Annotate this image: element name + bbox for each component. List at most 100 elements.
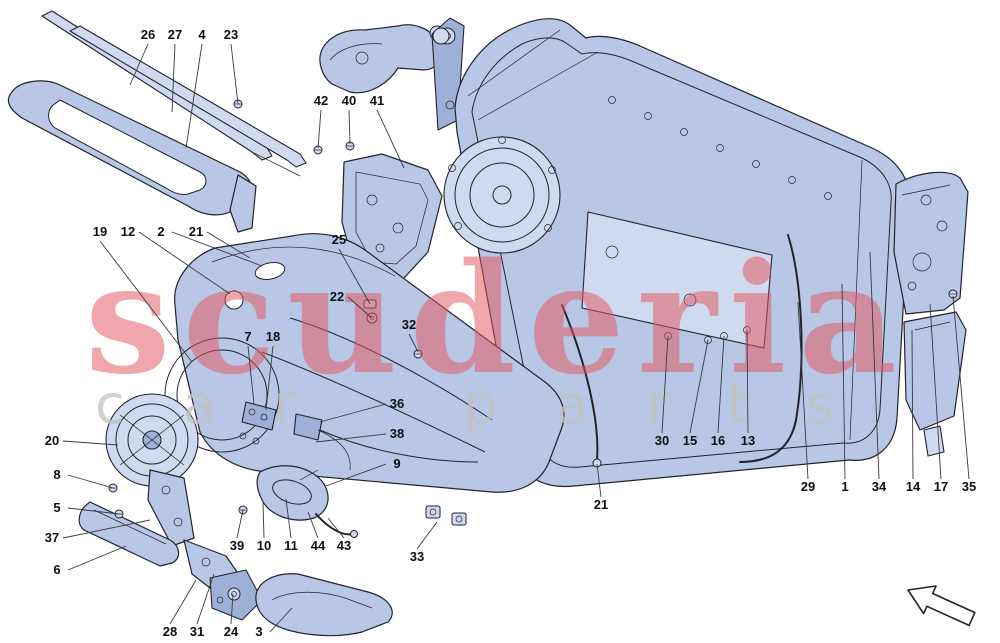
leader-line-24 (230, 593, 234, 625)
sill-reflector (78, 501, 180, 567)
leader-line-21 (596, 463, 602, 498)
callout-number-18: 18 (266, 329, 280, 344)
weatherstrip-rail-inner (69, 25, 307, 168)
leader-line-10 (262, 502, 265, 539)
leader-line-20 (62, 440, 119, 446)
leader-line-38 (315, 433, 387, 443)
door-seal-cable (739, 234, 803, 463)
leader-line-13 (746, 329, 749, 434)
leader-line-18 (265, 345, 274, 411)
callout-number-2: 2 (157, 224, 164, 239)
handle-cable (315, 513, 353, 536)
callout-number-12: 12 (121, 224, 135, 239)
leader-line-44 (307, 511, 319, 539)
callout-number-9: 9 (393, 456, 400, 471)
callout-number-3: 3 (255, 624, 262, 639)
leader-line-40 (348, 109, 351, 145)
callout-number-44: 44 (311, 538, 326, 553)
leader-line-27 (171, 43, 176, 113)
callout-number-20: 20 (45, 433, 59, 448)
callout-number-37: 37 (45, 530, 59, 545)
window-trim-strip (7, 80, 257, 233)
hinge-bracket-upper (147, 469, 195, 547)
leader-line-19 (99, 240, 193, 363)
callout-number-41: 41 (370, 93, 384, 108)
leader-line-35 (952, 295, 970, 480)
callout-number-33: 33 (410, 549, 424, 564)
callout-number-24: 24 (224, 624, 239, 639)
callout-number-17: 17 (934, 479, 948, 494)
lock-hole (224, 290, 244, 310)
callout-number-23: 23 (224, 27, 238, 42)
door-shell (432, 18, 910, 488)
interior-handle (256, 465, 358, 538)
leader-line-42 (317, 109, 322, 149)
leader-line-32 (408, 333, 419, 353)
callout-number-14: 14 (906, 479, 921, 494)
callout-number-13: 13 (741, 433, 755, 448)
callout-number-7: 7 (244, 329, 251, 344)
leader-line-5 (67, 507, 120, 515)
callout-number-40: 40 (342, 93, 356, 108)
callout-number-25: 25 (332, 232, 346, 247)
latch-bracket-b (293, 413, 323, 441)
mirror-bracket (319, 24, 445, 94)
callout-number-5: 5 (53, 500, 60, 515)
callout-number-10: 10 (257, 538, 271, 553)
callout-number-11: 11 (284, 538, 298, 553)
leader-line-7 (247, 345, 255, 405)
callout-number-35: 35 (962, 479, 976, 494)
handle-cutout (254, 262, 286, 280)
leader-line-41 (376, 109, 405, 169)
door-end-cap-upper (893, 171, 969, 315)
leader-line-6 (67, 545, 127, 571)
callout-number-21: 21 (189, 224, 203, 239)
callout-number-16: 16 (711, 433, 725, 448)
callout-number-22: 22 (330, 289, 344, 304)
door-trim-panel (164, 233, 565, 493)
leader-line-39 (236, 509, 244, 539)
leader-line-17 (929, 303, 942, 480)
leader-line-36 (319, 403, 387, 423)
leader-line-12 (138, 231, 231, 295)
leader-line-33 (416, 521, 438, 550)
callout-number-26: 26 (141, 27, 155, 42)
callout-number-6: 6 (53, 562, 60, 577)
callout-number-28: 28 (163, 624, 177, 639)
callout-number-31: 31 (190, 624, 204, 639)
callout-number-21: 21 (594, 497, 608, 512)
leader-line-30 (661, 335, 669, 434)
callout-number-38: 38 (390, 426, 404, 441)
callout-number-42: 42 (314, 93, 328, 108)
leader-line-26 (129, 43, 149, 86)
leader-line-21 (206, 231, 251, 259)
armrest-pocket (255, 573, 393, 637)
diagram-artwork (7, 10, 969, 637)
rail-end-detail (251, 151, 301, 177)
leader-line-31 (196, 573, 215, 625)
callout-number-4: 4 (198, 27, 206, 42)
callout-number-29: 29 (801, 479, 815, 494)
leader-line-3 (269, 607, 293, 633)
leader-line-15 (689, 339, 709, 434)
callout-number-1: 1 (841, 479, 848, 494)
watermark: scuderia car parts (85, 229, 909, 436)
leader-line-25 (338, 248, 371, 305)
callout-number-43: 43 (337, 538, 351, 553)
leader-line-14 (911, 329, 914, 480)
leader-line-37 (62, 519, 151, 539)
panel-speaker-ring (164, 337, 280, 453)
hinge-bolt (432, 27, 450, 45)
callout-number-39: 39 (230, 538, 244, 553)
leader-line-11 (285, 498, 292, 539)
leader-line-23 (230, 43, 239, 105)
check-strap-bracket (209, 569, 263, 621)
watermark-brand: scuderia (85, 229, 909, 408)
callout-number-30: 30 (655, 433, 669, 448)
callout-number-8: 8 (53, 467, 60, 482)
release-cable-right (561, 304, 599, 461)
leader-line-2 (171, 231, 263, 267)
leader-line-16 (717, 335, 725, 434)
